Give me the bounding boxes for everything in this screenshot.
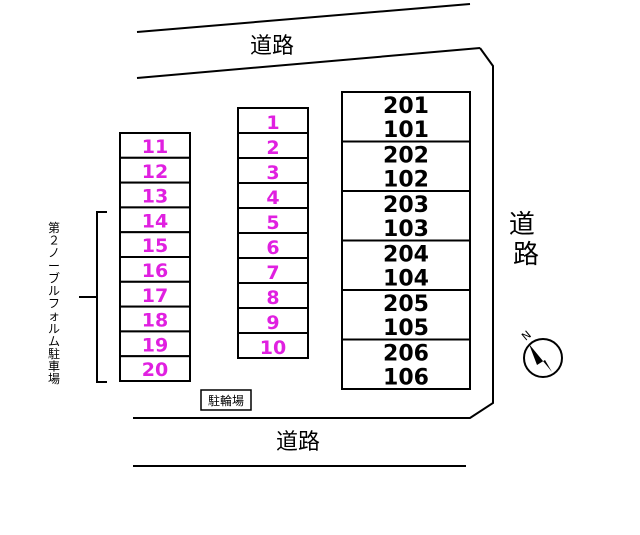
unit-number: 102 [383, 168, 429, 193]
parking-slot-number: 10 [260, 337, 286, 359]
unit-number: 105 [383, 316, 429, 341]
top-road-edge-inner [136, 47, 481, 79]
parking-slot-number: 2 [266, 137, 279, 159]
parking-slot [119, 280, 191, 308]
parking-lot-name-char: ル [48, 284, 60, 298]
parking-slot [119, 132, 191, 159]
unit-number: 201 [383, 94, 429, 119]
parking-lot-name-char: ル [48, 322, 60, 336]
unit-row [341, 338, 471, 390]
parking-lot-name-char: ２ [48, 234, 60, 248]
parking-slot-number: 3 [266, 162, 279, 184]
parking-slot-number: 14 [142, 210, 168, 232]
parking-slot [237, 207, 309, 234]
parking-slot-number: 16 [142, 260, 168, 282]
unit-number: 106 [383, 366, 429, 391]
parking-slot [119, 231, 191, 258]
lot-bracket [96, 211, 107, 383]
parking-slot [119, 355, 191, 383]
road-label-right: 道 路 [509, 210, 543, 270]
parking-slot-number: 5 [266, 212, 279, 234]
unit-row [341, 190, 471, 242]
parking-slot-number: 1 [266, 112, 279, 134]
parking-slot-number: 18 [142, 310, 168, 332]
top-road-edge-outer [136, 3, 471, 33]
parking-slot [119, 181, 191, 209]
compass-icon: N [519, 328, 563, 378]
unit-row [341, 140, 471, 192]
parking-lot-name-char: ノ [48, 246, 60, 260]
parking-slot [237, 257, 309, 284]
compass-north-letter: N [519, 328, 534, 343]
parking-lot-name-char: フ [48, 297, 60, 311]
road-label-right-char-2: 路 [513, 240, 539, 270]
parking-slot-number: 9 [266, 312, 279, 334]
parking-slot [119, 256, 191, 283]
parking-lot-name-char: 車 [48, 360, 60, 374]
unit-number: 205 [383, 292, 429, 317]
parking-column-center: 1 2 3 4 5 6 7 8 9 10 [237, 107, 309, 359]
parking-slot-number: 17 [142, 285, 168, 307]
unit-number: 104 [383, 267, 429, 292]
parking-slot-number: 19 [142, 334, 168, 356]
unit-number: 204 [383, 243, 429, 268]
road-label-bottom: 道路 [276, 430, 320, 455]
parking-slot-number: 13 [142, 186, 168, 208]
parking-lot-name-char: ム [48, 334, 60, 348]
unit-number: 206 [383, 342, 429, 367]
parking-lot-name-char: 駐 [48, 346, 60, 361]
parking-slot-number: 7 [266, 262, 279, 284]
parking-slot-number: 6 [266, 237, 279, 259]
unit-number: 203 [383, 193, 429, 218]
parking-lot-name-char: 第 [48, 221, 60, 235]
parking-slot [119, 206, 191, 234]
parking-lot-name-char: 場 [48, 372, 60, 386]
parking-lot-name-char: ー [48, 259, 60, 273]
unit-row [341, 239, 471, 291]
parking-slot [237, 182, 309, 209]
parking-lot-name-char: ブ [48, 270, 60, 285]
parking-slot-number: 8 [266, 287, 279, 309]
unit-number: 202 [383, 144, 429, 169]
unit-number: 103 [383, 217, 429, 242]
bike-parking-box [200, 389, 252, 411]
parking-slot [237, 332, 309, 359]
parking-slot-number: 4 [266, 187, 279, 209]
bike-parking-label: 駐輪場 [208, 393, 244, 408]
parking-slot-number: 20 [142, 359, 168, 381]
lot-boundary [133, 47, 494, 419]
parking-slot [119, 156, 191, 184]
parking-slot [237, 282, 309, 309]
parking-slot-number: 15 [142, 235, 168, 257]
road-label-right-char-1: 道 [509, 210, 535, 240]
road-label-top: 道路 [250, 34, 294, 59]
parking-lot-name-char: ォ [48, 309, 60, 323]
parking-slot-number: 11 [142, 136, 168, 158]
unit-row [341, 289, 471, 341]
unit-number: 101 [383, 118, 429, 143]
unit-row [341, 91, 471, 143]
parking-slot-number: 12 [142, 161, 168, 183]
